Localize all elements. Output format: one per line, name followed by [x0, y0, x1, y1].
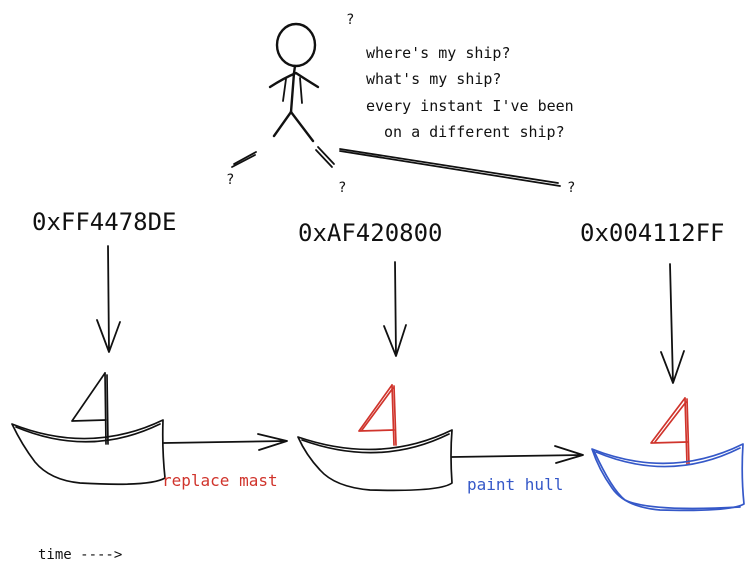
transition-arrow: [451, 445, 584, 464]
mast: [71, 372, 109, 445]
gaze-line-middle: [315, 146, 335, 168]
stick-figure-head: [275, 22, 317, 68]
stick-figure-hand-right: [299, 77, 303, 104]
address-label: 0xAF420800: [298, 219, 443, 247]
mast: [358, 384, 397, 446]
pointer-arrow: [660, 263, 685, 384]
question-mark: ?: [346, 12, 354, 28]
stick-figure-hand-left: [282, 78, 287, 102]
stick-figure-body: [289, 71, 296, 114]
thought-line: where's my ship?: [366, 44, 511, 62]
gaze-line-left: [231, 151, 257, 168]
hull: [297, 429, 453, 492]
question-mark: ?: [567, 180, 575, 196]
thought-line: on a different ship?: [384, 123, 565, 141]
stick-figure-right-leg: [289, 110, 315, 143]
stick-figure-arms: [268, 71, 320, 89]
ship-replaced-mast: [297, 384, 453, 492]
address-label: 0xFF4478DE: [32, 208, 177, 236]
address-label: 0x004112FF: [580, 219, 725, 247]
hull: [591, 443, 745, 512]
pointer-arrow: [96, 245, 121, 353]
transition-label-paint-hull: paint hull: [467, 475, 563, 494]
ship-original: [11, 372, 166, 486]
time-axis-label: time ---->: [38, 547, 122, 563]
ship-painted-hull: [591, 397, 745, 512]
question-mark: ?: [338, 180, 346, 196]
transition-label-replace-mast: replace mast: [162, 471, 278, 490]
stick-figure: [268, 22, 320, 143]
pointer-arrow: [383, 261, 407, 357]
thought-line: every instant I've been: [366, 97, 574, 115]
question-mark: ?: [226, 172, 234, 188]
gaze-line-right: [339, 148, 561, 187]
hull: [11, 419, 166, 486]
transition-arrow: [163, 433, 288, 451]
thought-bubble-text: where's my ship? what's my ship? every i…: [366, 44, 574, 141]
mast: [650, 397, 690, 465]
thought-line: what's my ship?: [366, 70, 501, 88]
stick-figure-left-leg: [272, 110, 293, 138]
